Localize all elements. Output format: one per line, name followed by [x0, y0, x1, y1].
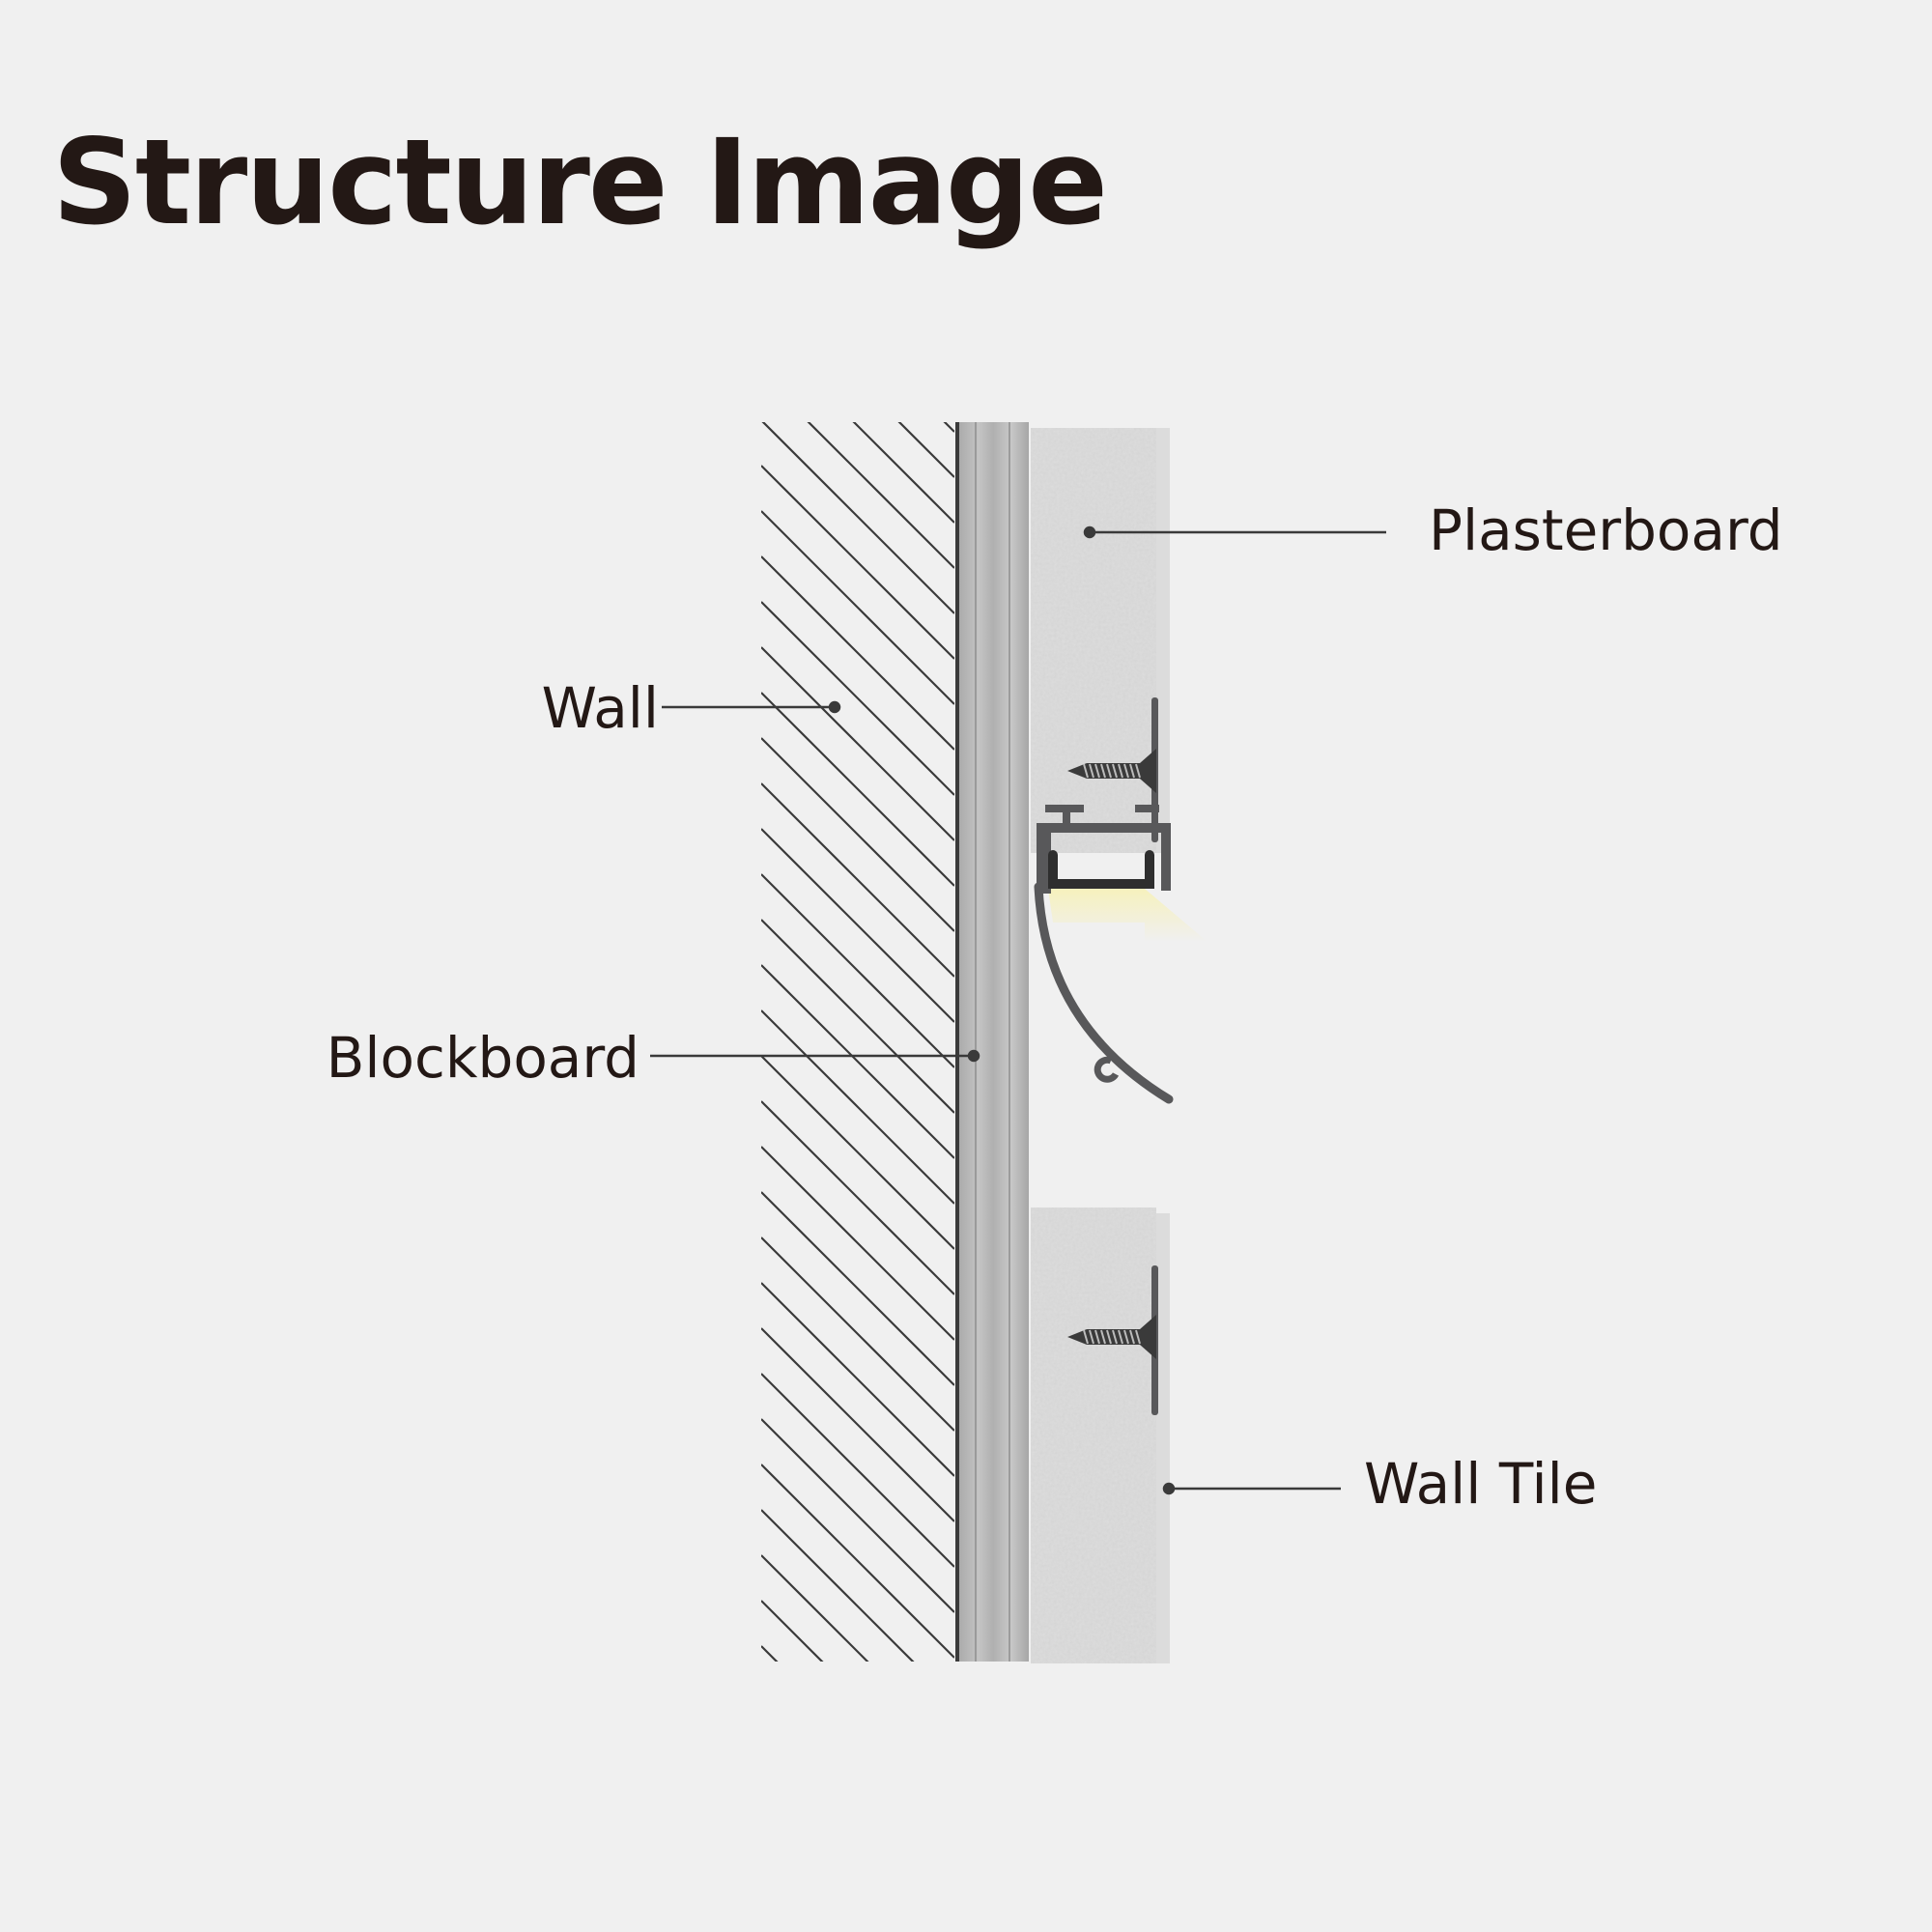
screw-thread	[1135, 763, 1141, 779]
screw-thread	[1083, 763, 1089, 779]
hatch-line	[897, 422, 954, 478]
callout-wall	[662, 700, 841, 714]
hatch-line	[761, 601, 954, 796]
wall-hatch	[761, 193, 954, 1885]
hatch-line	[761, 1418, 954, 1613]
label-plasterboard: Plasterboard	[1429, 497, 1783, 563]
hatch-line	[761, 1691, 954, 1885]
screw-thread	[1094, 1329, 1100, 1345]
hatch-line	[761, 646, 954, 841]
callout-wall-tile	[1162, 1482, 1341, 1495]
screw-thread	[1118, 1329, 1123, 1345]
hatch-line	[761, 1236, 954, 1432]
blockboard	[955, 422, 1029, 1662]
screw-thread	[1118, 763, 1123, 779]
hatch-line	[761, 964, 954, 1159]
screw-upper	[1067, 749, 1156, 793]
hatch-line	[761, 692, 954, 887]
screw-thread	[1123, 763, 1129, 779]
hatch-line	[761, 1600, 824, 1662]
screw-thread	[1094, 763, 1100, 779]
hatch-line	[761, 1146, 954, 1341]
screw-thread	[1100, 1329, 1106, 1345]
hatch-line	[761, 1009, 954, 1205]
screw-thread	[1106, 763, 1112, 779]
hatch-line	[761, 465, 954, 660]
hatch-line	[761, 1645, 779, 1662]
hatch-line	[761, 555, 954, 751]
screw-thread	[1135, 1329, 1141, 1345]
screw-thread	[1089, 763, 1094, 779]
screw-thread	[1112, 1329, 1118, 1345]
hatch-line	[761, 193, 954, 386]
label-blockboard: Blockboard	[327, 1025, 639, 1091]
screw-thread	[1129, 763, 1135, 779]
hatch-line	[761, 1509, 915, 1662]
hatch-line	[761, 1327, 954, 1522]
hatch-line	[943, 422, 954, 433]
label-wall: Wall	[542, 675, 659, 741]
screw-thread	[1100, 763, 1106, 779]
hatch-line	[761, 422, 954, 614]
callout-blockboard	[650, 1049, 980, 1063]
hatch-line	[761, 1463, 954, 1659]
screw-lower	[1067, 1315, 1156, 1359]
screw-thread	[1112, 763, 1118, 779]
screw-thread	[1089, 1329, 1094, 1345]
hatch-line	[761, 737, 954, 932]
plasterboard	[1031, 428, 1170, 853]
hatch-line	[761, 873, 954, 1068]
light-beam	[1048, 889, 1208, 942]
hatch-line	[761, 782, 954, 978]
hatch-line	[761, 1554, 869, 1662]
screw-thread	[1129, 1329, 1135, 1345]
label-wall-tile: Wall Tile	[1364, 1451, 1597, 1517]
hatch-line	[761, 1055, 954, 1250]
hatch-line	[761, 828, 954, 1023]
hatch-line	[761, 919, 954, 1114]
callout-plasterboard	[1083, 526, 1386, 539]
page-title: Structure Image	[52, 114, 1108, 251]
screw-thread	[1123, 1329, 1129, 1345]
screw-thread	[1106, 1329, 1112, 1345]
wall-tile	[1031, 1208, 1170, 1663]
hatch-line	[761, 1191, 954, 1386]
hatch-line	[852, 422, 954, 524]
hatch-line	[761, 1373, 954, 1568]
hatch-line	[807, 422, 954, 569]
hatch-line	[761, 510, 954, 705]
screw-thread	[1083, 1329, 1089, 1345]
hatch-line	[761, 1282, 954, 1477]
hatch-line	[761, 1100, 954, 1295]
